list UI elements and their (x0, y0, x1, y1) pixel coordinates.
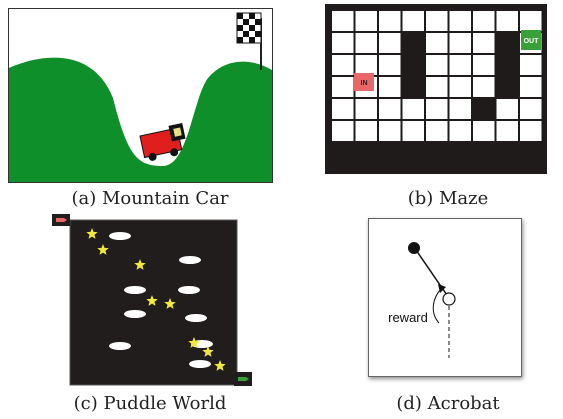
maze-cell (426, 121, 448, 141)
start-marker-icon (52, 214, 70, 226)
maze-cell (426, 55, 448, 75)
acrobat-pivot (443, 293, 455, 305)
maze-cell (426, 11, 448, 31)
maze-cell (497, 11, 519, 31)
maze-cell (356, 33, 378, 53)
maze-cell (450, 99, 472, 119)
maze-cell (520, 11, 542, 31)
puddle (124, 286, 146, 294)
acrobat-first-link (416, 250, 449, 298)
maze-cell (356, 55, 378, 75)
maze-cell (520, 77, 542, 97)
caption-acrobat: (d) Acrobat (396, 393, 499, 414)
maze-out-label: OUT (524, 38, 540, 45)
puddle (178, 286, 200, 294)
maze-in-label: IN (361, 80, 368, 87)
maze-cell (379, 99, 401, 119)
maze-cell (379, 11, 401, 31)
maze-cell (379, 33, 401, 53)
maze-cell (497, 77, 519, 97)
caption-mountain-car: (a) Mountain Car (71, 188, 228, 209)
maze-cell (450, 121, 472, 141)
maze-cell (450, 11, 472, 31)
caption-maze: (b) Maze (408, 188, 489, 209)
puddle (109, 232, 131, 240)
maze-cell (403, 33, 425, 53)
maze-cell (356, 121, 378, 141)
goal-marker-icon (234, 372, 252, 386)
maze-cell (332, 33, 354, 53)
maze-cell (473, 121, 495, 141)
puddle (189, 360, 211, 368)
maze-cell (332, 55, 354, 75)
maze-panel: IN OUT (325, 4, 555, 180)
maze-cell (473, 77, 495, 97)
puddle (124, 310, 146, 318)
maze-cell (520, 99, 542, 119)
mountain-car-panel (8, 8, 273, 183)
maze-cell (426, 33, 448, 53)
maze-cell (332, 99, 354, 119)
caption-puddle-world: (c) Puddle World (74, 393, 227, 414)
maze-cell (379, 121, 401, 141)
puddle-world-panel (52, 210, 257, 388)
reward-arrow-icon (433, 288, 442, 323)
maze-cell (473, 55, 495, 75)
maze-cell (450, 77, 472, 97)
maze-cell (450, 33, 472, 53)
maze-cell (403, 121, 425, 141)
maze-cell (379, 77, 401, 97)
maze-cell (403, 77, 425, 97)
maze-cell (403, 55, 425, 75)
checkered-flag-icon (237, 13, 261, 43)
maze-cell (520, 121, 542, 141)
reward-label: reward (388, 310, 428, 325)
acrobat-end-mass (408, 242, 420, 254)
maze-cell (497, 55, 519, 75)
maze-cell (473, 11, 495, 31)
maze-cell (332, 77, 354, 97)
maze-cell (473, 99, 495, 119)
maze-cell (426, 77, 448, 97)
acrobat-panel: reward (368, 218, 522, 377)
maze-cell (403, 11, 425, 31)
maze-cell (356, 99, 378, 119)
maze-cell (356, 11, 378, 31)
maze-cell (497, 33, 519, 53)
maze-cell (332, 11, 354, 31)
maze-cell (426, 99, 448, 119)
maze-cell (520, 55, 542, 75)
maze-cell (332, 121, 354, 141)
maze-cell (497, 99, 519, 119)
maze-cell (497, 121, 519, 141)
puddle (109, 342, 131, 350)
maze-cell (473, 33, 495, 53)
maze-cell (403, 99, 425, 119)
maze-cell (379, 55, 401, 75)
puddle (179, 256, 201, 264)
puddle (185, 314, 207, 322)
maze-cell (450, 55, 472, 75)
